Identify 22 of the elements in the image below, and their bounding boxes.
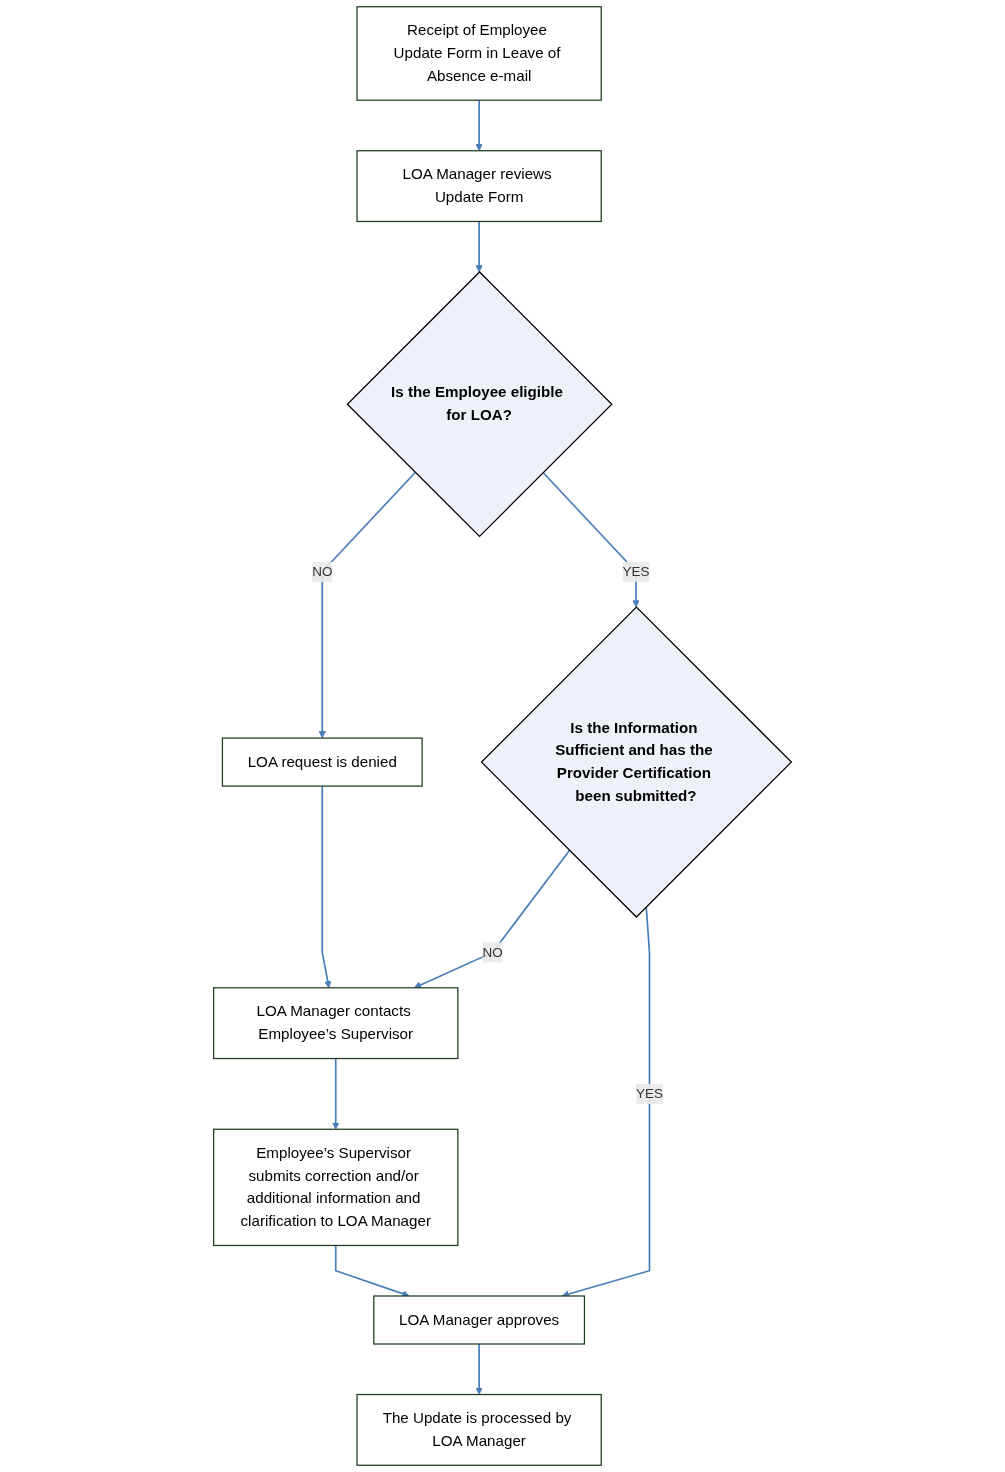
node-box: LOA Manager contacts Employee’s Supervisor xyxy=(213,987,459,1060)
arrow xyxy=(413,849,571,989)
node-box: LOA Manager approves xyxy=(373,1295,586,1345)
edge-label: NO xyxy=(312,564,333,579)
node-box: LOA Manager reviews Update Form xyxy=(356,150,602,223)
arrow xyxy=(318,471,417,739)
node-diamond: Is the Information Sufficient and has the Provider Certification been submitted? xyxy=(480,606,793,918)
edge-label: YES xyxy=(635,1086,663,1101)
arrow xyxy=(334,1244,410,1298)
edge-label: NO xyxy=(482,944,503,960)
arrow xyxy=(475,1343,483,1395)
arrow xyxy=(542,471,640,608)
node-diamond: Is the Employee eligible for LOA? xyxy=(346,271,613,538)
arrow xyxy=(475,220,483,273)
arrow xyxy=(321,785,332,989)
arrow xyxy=(332,1057,340,1130)
node-box: LOA request is denied xyxy=(221,737,423,787)
node-box: The Update is processed by LOA Manager xyxy=(356,1393,602,1466)
node-box: Receipt of Employee Update Form in Leave of Absence e-mail xyxy=(356,6,602,101)
node-box: Employee’s Supervisor submits correction and/or additional information and clarification to LOA Manager xyxy=(213,1128,459,1247)
edge-label: YES xyxy=(622,564,650,579)
arrow xyxy=(475,99,483,152)
